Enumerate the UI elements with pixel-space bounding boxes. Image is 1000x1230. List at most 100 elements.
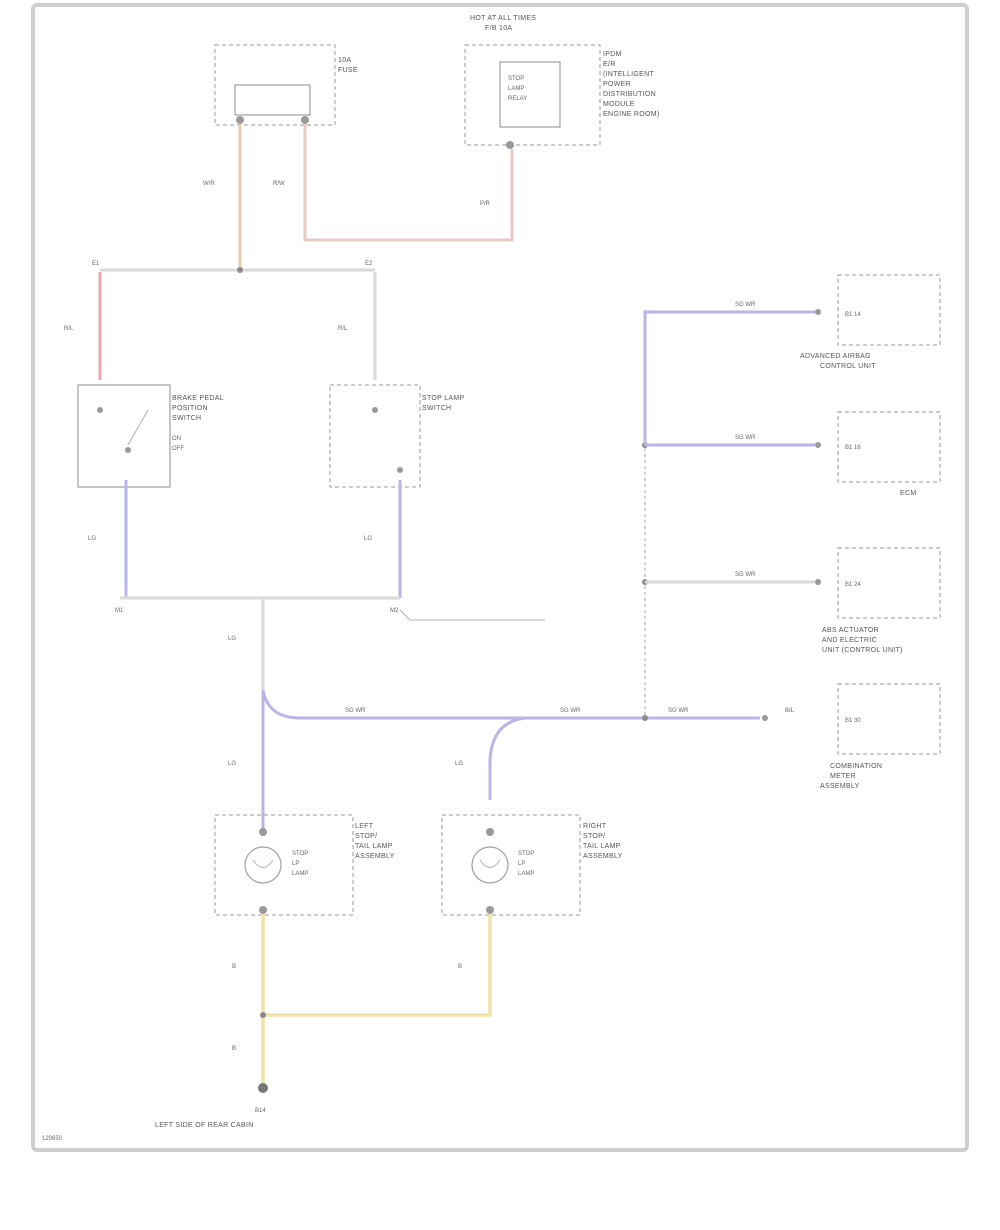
- wire-can-airbag: [643, 310, 815, 445]
- connector-label-m1: M1: [115, 608, 124, 614]
- module-name-ecm-1: ECM: [900, 490, 916, 497]
- wire-label-j: SG WR: [560, 708, 581, 714]
- module-conn-abs: SG WR: [735, 572, 756, 578]
- wire-label-n: B/L: [785, 708, 795, 714]
- diagram-frame: [31, 3, 969, 1152]
- wire-label-h: LG: [228, 636, 236, 642]
- wire-mid-bus-ext: [399, 609, 545, 621]
- connector-label-e2: E2: [365, 261, 373, 267]
- left-lamp-label-2: STOP/: [355, 833, 377, 840]
- ground-wire-label-3: B: [232, 1046, 236, 1052]
- module-box-abs: [837, 547, 941, 619]
- junction-can-3: [642, 715, 648, 721]
- module-name-abs-1: ABS ACTUATOR: [822, 627, 879, 634]
- stop-lamp-switch-box: [329, 384, 421, 488]
- brake-switch-label-3: SWITCH: [172, 415, 201, 422]
- right-lamp-label-3: TAIL LAMP: [583, 843, 621, 850]
- module-pin-airbag: B1 14: [845, 312, 861, 318]
- left-lamp-label-3: TAIL LAMP: [355, 843, 393, 850]
- fuse-inner-box: [234, 84, 311, 116]
- wire-label-g: LG: [364, 536, 372, 542]
- ipdm-label-2: E/R: [603, 61, 616, 68]
- wire-ground-right: [263, 914, 492, 1017]
- module-name-airbag-2: CONTROL UNIT: [820, 363, 876, 370]
- module-pin-dot-abs: [815, 579, 821, 585]
- module-name-abs-2: AND ELECTRIC: [822, 637, 877, 644]
- power-source-label-1: HOT AT ALL TIMES: [470, 15, 536, 22]
- fuse-pin-right: [301, 116, 309, 124]
- brake-switch-pin-top: [97, 407, 103, 413]
- wire-label-c: P/R: [480, 201, 491, 207]
- right-lamp-label-2: STOP/: [583, 833, 605, 840]
- left-lamp-bulb: [244, 846, 282, 884]
- ipdm-pin: [506, 141, 514, 149]
- stop-switch-pin-top: [372, 407, 378, 413]
- right-bulb-text-2: LP: [518, 861, 525, 867]
- ipdm-label-6: MODULE: [603, 101, 635, 108]
- ipdm-label-5: DISTRIBUTION: [603, 91, 656, 98]
- fuse-label-1: 10A: [338, 57, 351, 64]
- right-lamp-label-4: ASSEMBLY: [583, 853, 623, 860]
- fuse-box: [214, 44, 336, 126]
- ground-location-label: LEFT SIDE OF REAR CABIN: [155, 1122, 254, 1129]
- module-name-airbag-1: ADVANCED AIRBAG: [800, 353, 871, 360]
- ipdm-label-1: IPDM: [603, 51, 622, 58]
- left-lamp-label-1: LEFT: [355, 823, 374, 830]
- right-lamp-label-1: RIGHT: [583, 823, 607, 830]
- brake-pedal-switch-box: [77, 384, 171, 488]
- wire-label-e: R/L: [338, 326, 348, 332]
- module-pin-meter: B1 30: [845, 718, 861, 724]
- right-lamp-filament: [479, 859, 501, 868]
- module-name-abs-3: UNIT (CONTROL UNIT): [822, 647, 903, 654]
- right-lamp-pin-bottom: [486, 906, 494, 914]
- connector-label-e1: E1: [92, 261, 100, 267]
- fuse-pin-left: [236, 116, 244, 124]
- left-bulb-text-2: LP: [292, 861, 299, 867]
- ipdm-relay-label-3: RELAY: [508, 96, 527, 102]
- ipdm-label-3: (INTELLIGENT: [603, 71, 654, 78]
- module-name-meter-2: METER: [830, 773, 856, 780]
- wire-right-lamp-feed: [488, 716, 526, 800]
- module-name-meter-1: COMBINATION: [830, 763, 882, 770]
- brake-switch-label-2: POSITION: [172, 405, 208, 412]
- module-conn-airbag: SG WR: [735, 302, 756, 308]
- wire-label-i: SG WR: [345, 708, 366, 714]
- stop-switch-pin-bottom: [397, 467, 403, 473]
- brake-switch-contact: [127, 409, 149, 446]
- wire-left-lamp-feed: [261, 689, 520, 720]
- ipdm-label-4: POWER: [603, 81, 631, 88]
- module-box-airbag: [837, 274, 941, 346]
- wire-label-a: W/R: [203, 181, 215, 187]
- ground-wire-label-2: B: [458, 964, 462, 970]
- right-lamp-pin-top: [486, 828, 494, 836]
- right-lamp-bulb: [471, 846, 509, 884]
- stop-switch-label-1: STOP LAMP: [422, 395, 465, 402]
- stop-switch-label-2: SWITCH: [422, 405, 451, 412]
- left-bulb-text-3: LAMP: [292, 871, 308, 877]
- junction-ground: [260, 1012, 266, 1018]
- wire-fuse-right-loop: [303, 124, 514, 242]
- right-bulb-text-3: LAMP: [518, 871, 534, 877]
- module-box-ecm: [837, 411, 941, 483]
- wire-label-m: LG: [455, 761, 463, 767]
- ground-id: B14: [255, 1108, 266, 1114]
- junction-top: [237, 267, 243, 273]
- left-lamp-label-4: ASSEMBLY: [355, 853, 395, 860]
- ipdm-relay-label-1: STOP: [508, 76, 524, 82]
- ground-wire-label-1: B: [232, 964, 236, 970]
- figure-id: 120650: [42, 1136, 63, 1142]
- wire-label-d: R/L: [64, 326, 74, 332]
- fuse-label-2: FUSE: [338, 67, 358, 74]
- left-lamp-filament: [252, 859, 274, 868]
- wire-label-l: LG: [228, 761, 236, 767]
- brake-switch-off: OFF: [172, 446, 184, 452]
- ipdm-label-7: ENGINE ROOM): [603, 111, 660, 118]
- wire-label-f: LG: [88, 536, 96, 542]
- left-lamp-pin-top: [259, 828, 267, 836]
- left-bulb-text-1: STOP: [292, 851, 308, 857]
- wire-label-b: R/W: [273, 181, 285, 187]
- brake-switch-on: ON: [172, 436, 181, 442]
- module-pin-dot-airbag: [815, 309, 821, 315]
- module-pin-dot-ecm: [815, 442, 821, 448]
